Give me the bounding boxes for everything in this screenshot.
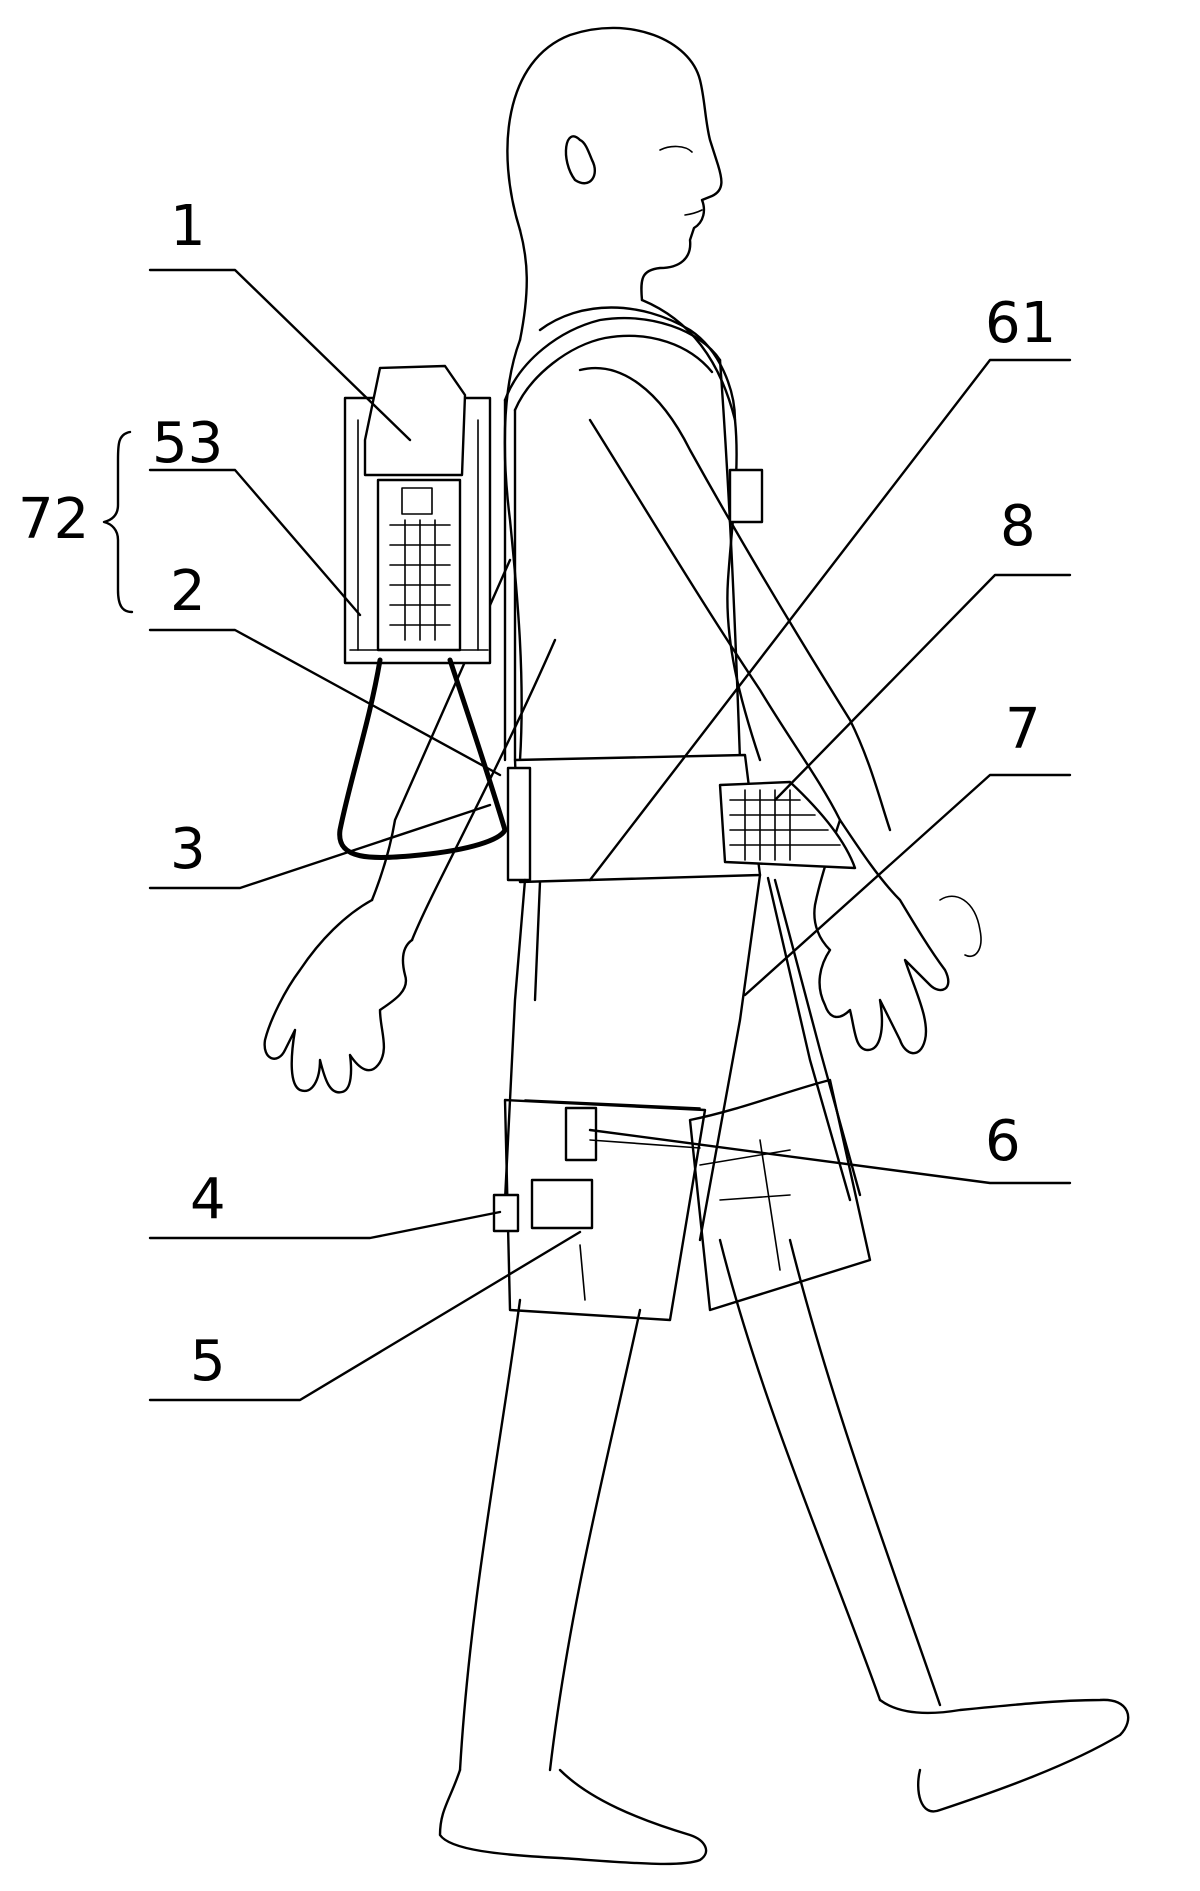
back-shoe bbox=[438, 1768, 708, 1866]
front-leg-front bbox=[788, 1238, 942, 1707]
shorts-front-leg bbox=[688, 1078, 872, 1312]
front-arm-lower bbox=[588, 418, 842, 822]
label-2: 2 bbox=[170, 559, 206, 624]
leader-2 bbox=[148, 628, 502, 777]
label-4: 4 bbox=[190, 1167, 226, 1232]
belt-side-buckle bbox=[506, 766, 532, 882]
thigh-cuff-band-2 bbox=[589, 1139, 701, 1149]
back-arm-inner bbox=[410, 638, 557, 942]
leader-1 bbox=[148, 268, 412, 442]
label-7: 7 bbox=[1005, 697, 1041, 762]
front-shoe bbox=[878, 1698, 1130, 1813]
human-figure bbox=[263, 26, 1130, 1866]
battery-connector bbox=[401, 487, 433, 515]
label-5: 5 bbox=[190, 1329, 226, 1394]
label-61: 61 bbox=[985, 291, 1056, 356]
leg-links bbox=[492, 873, 862, 1242]
shorts-back-leg bbox=[503, 1098, 707, 1322]
thigh-sensor bbox=[564, 1106, 598, 1162]
thigh-cuff-box bbox=[530, 1178, 594, 1230]
label-6: 6 bbox=[985, 1109, 1021, 1174]
label-8: 8 bbox=[1000, 494, 1036, 559]
back-link-rod-2 bbox=[533, 880, 542, 1002]
back-mounted-device bbox=[337, 316, 764, 860]
waist-belt bbox=[506, 753, 857, 884]
leader-8 bbox=[773, 573, 1072, 802]
label-53: 53 bbox=[152, 411, 223, 476]
back-link-rod bbox=[503, 878, 527, 1202]
leader-4 bbox=[148, 1210, 502, 1240]
control-box bbox=[363, 364, 467, 477]
shoulder-strap-inner bbox=[513, 334, 714, 412]
torso-front bbox=[640, 298, 762, 762]
front-link-rod-2 bbox=[773, 878, 862, 1197]
front-hand-thumb bbox=[939, 895, 982, 957]
thigh-cuff-band bbox=[524, 1099, 701, 1109]
leader-61 bbox=[588, 358, 1072, 882]
leader-7 bbox=[743, 773, 1072, 997]
shorts-crease bbox=[579, 1244, 586, 1301]
shirt-shoulder bbox=[538, 306, 737, 422]
cable-loop bbox=[337, 657, 508, 860]
eye bbox=[659, 145, 693, 153]
label-72: 72 bbox=[18, 487, 89, 552]
cable-loop-2 bbox=[447, 657, 508, 833]
back-hand bbox=[263, 898, 414, 1094]
mouth bbox=[684, 209, 703, 216]
brace-72 bbox=[102, 430, 134, 614]
battery-cells bbox=[389, 519, 451, 641]
shorts-pocket-front bbox=[759, 1139, 781, 1271]
front-leg-back bbox=[718, 1238, 882, 1702]
leader-lines bbox=[102, 268, 1072, 1402]
back-leg-back bbox=[458, 1298, 522, 1772]
front-arm-upper bbox=[578, 366, 892, 832]
callout-labels: 1 53 72 2 3 61 8 7 6 4 5 bbox=[18, 194, 1056, 1394]
strap-down-front bbox=[718, 358, 742, 762]
front-link-rod-3 bbox=[766, 876, 852, 1202]
belt-module-grid bbox=[729, 789, 841, 861]
leader-53 bbox=[148, 468, 362, 617]
label-3: 3 bbox=[170, 817, 206, 882]
front-link-rod bbox=[698, 873, 762, 1242]
ear bbox=[564, 135, 597, 185]
belt-module bbox=[718, 780, 857, 870]
neck-back bbox=[518, 228, 528, 342]
label-1: 1 bbox=[170, 194, 206, 259]
head-outline bbox=[506, 26, 723, 302]
leader-5 bbox=[148, 1230, 582, 1402]
front-strap-buckle bbox=[728, 468, 764, 524]
front-hand bbox=[813, 818, 950, 1055]
torso-back bbox=[503, 338, 523, 762]
shoulder-strap bbox=[503, 316, 722, 402]
leader-6 bbox=[588, 1128, 1072, 1185]
leader-3 bbox=[148, 803, 492, 890]
shorts-pocket-line bbox=[719, 1194, 791, 1201]
back-leg-front bbox=[548, 1308, 642, 1772]
